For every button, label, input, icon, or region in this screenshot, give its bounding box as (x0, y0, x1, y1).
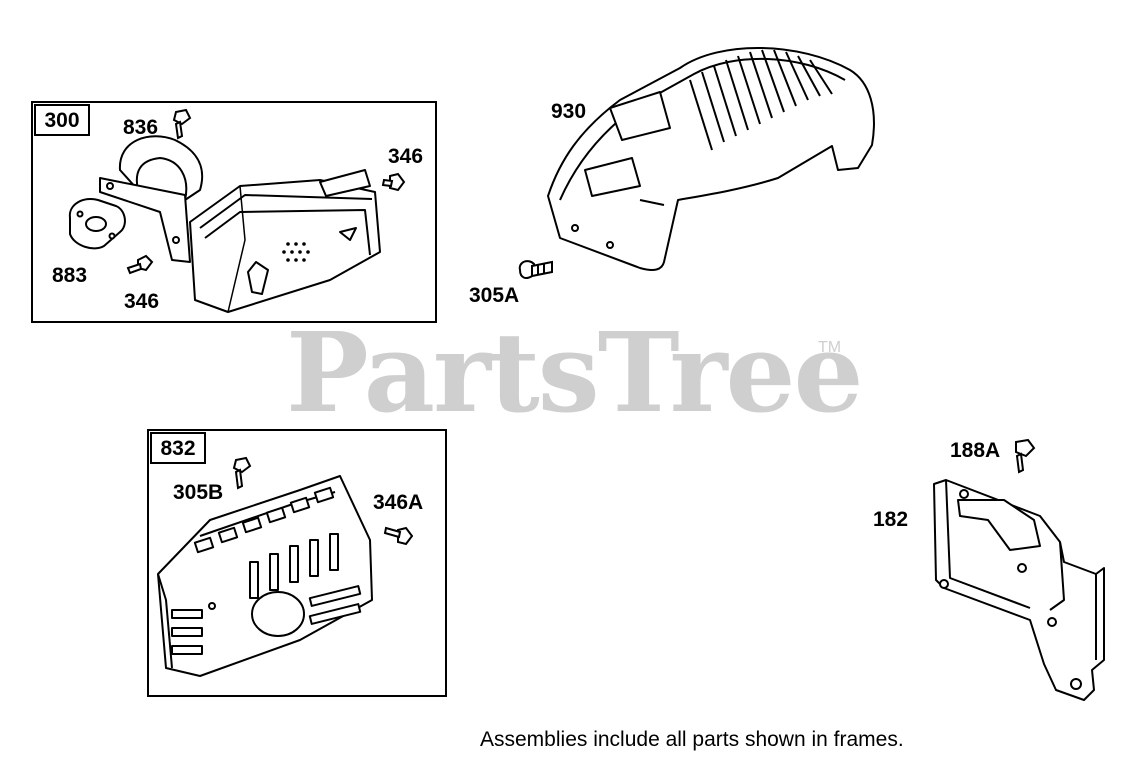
label-836: 836 (123, 116, 159, 139)
label-346-lower: 346 (124, 290, 160, 313)
watermark-trademark: TM (818, 339, 842, 356)
watermark: PartsTree (286, 308, 864, 437)
label-182: 182 (873, 508, 909, 531)
frame-832-border (147, 429, 447, 697)
label-346a: 346A (373, 491, 424, 514)
bolt-836 (172, 108, 192, 140)
frame-tag-300: 300 (34, 104, 90, 136)
bolt-188a (1015, 438, 1036, 474)
assemblies-caption: Assemblies include all parts shown in fr… (480, 728, 904, 751)
heat-shield-drawing (157, 475, 373, 677)
bolt-346-upper (381, 172, 406, 192)
label-305b: 305B (173, 481, 224, 504)
bolt-346a (383, 526, 414, 546)
screw-305a (518, 260, 553, 279)
frame-tag-832: 832 (150, 432, 206, 464)
frame-300-border (31, 101, 437, 323)
housing-fins (689, 49, 833, 151)
bolt-305b (232, 456, 252, 490)
label-930: 930 (551, 100, 587, 123)
muffler-drawing (68, 135, 381, 313)
label-305a: 305A (469, 284, 520, 307)
label-188a: 188A (950, 439, 1001, 462)
bracket-drawing (933, 479, 1105, 701)
bolt-346-lower (126, 254, 154, 275)
blower-housing-drawing (547, 47, 875, 271)
label-883: 883 (52, 264, 88, 287)
label-346-upper: 346 (388, 145, 424, 168)
